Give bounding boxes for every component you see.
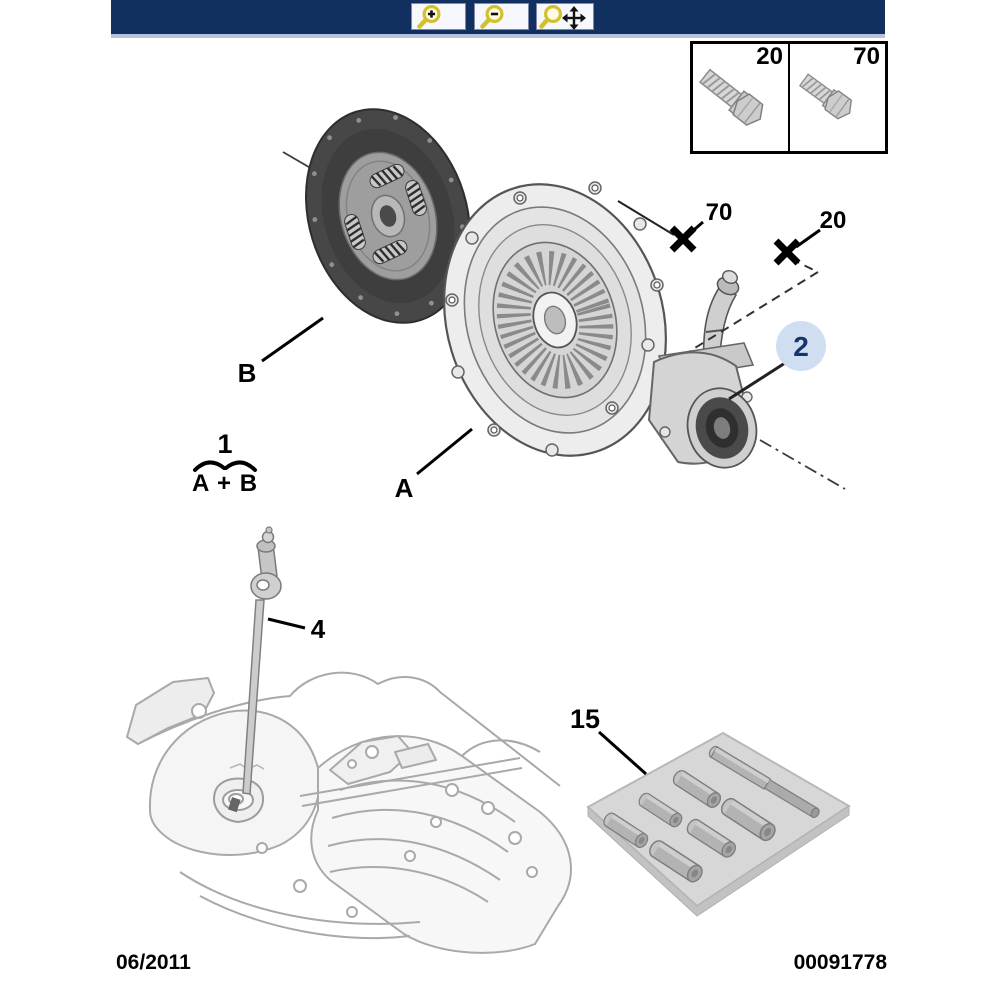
magnifier-plus-icon (416, 4, 441, 29)
callout-bolt-20: 20 (820, 207, 847, 234)
callout-shaft-4: 4 (311, 614, 326, 644)
callout-disc-b: B (238, 358, 257, 388)
zoom-out-button[interactable] (474, 3, 529, 30)
zoom-pan-button[interactable] (536, 3, 594, 30)
toolbar-underline (111, 34, 885, 38)
revision-date: 06/2011 (116, 951, 191, 974)
callout-kit-formula: A + B (192, 470, 258, 497)
sleeve-kit-tray (586, 731, 851, 917)
callout-bolt-70: 70 (706, 199, 733, 226)
disc-springs (341, 160, 430, 268)
slave-cylinder-part (647, 270, 758, 469)
leader-lines (193, 200, 821, 776)
fastener-label: 20 (756, 43, 783, 70)
zoom-in-button[interactable] (411, 3, 466, 30)
hex-bolt-icon (699, 68, 764, 126)
callout-sleeve-kit-15: 15 (570, 704, 600, 734)
callout-kit-number: 1 (217, 429, 232, 459)
callout-slave-cylinder-2[interactable]: 2 (793, 331, 809, 362)
guide-rod (708, 745, 820, 819)
gearbox-housing (126, 671, 572, 954)
pressure-plate-part (443, 181, 667, 457)
magnifier-minus-icon (479, 4, 504, 29)
document-number: 00091778 (793, 951, 887, 974)
clutch-shaft-part (228, 526, 282, 813)
fastener-table: 20 70 (690, 41, 888, 154)
hex-bolt-icon (798, 73, 853, 120)
selected-part-badge[interactable]: 2 (776, 321, 826, 371)
fastener-cell-70: 70 (790, 43, 885, 151)
magnifier-move-icon (539, 4, 586, 30)
callout-plate-a: A (395, 473, 414, 503)
fastener-cell-20: 20 (693, 43, 790, 151)
fastener-label: 70 (853, 43, 880, 70)
